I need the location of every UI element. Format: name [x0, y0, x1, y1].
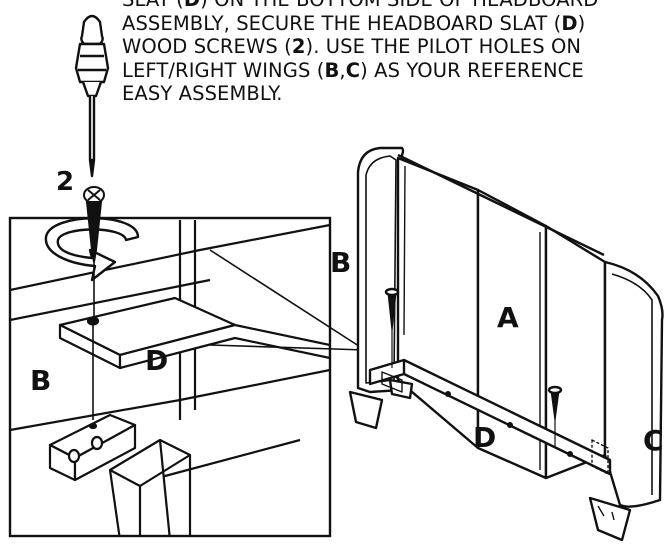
headboard-slat-label: D: [473, 421, 496, 454]
instruction-line: EASY ASSEMBLY.: [122, 82, 671, 106]
detail-inset: [8, 216, 332, 538]
instruction-segment: ). USE THE PILOT HOLES ON: [305, 35, 582, 58]
leader-lines: [209, 249, 366, 351]
rotation-arrow-icon: [44, 217, 140, 282]
wing-c-label: C: [643, 424, 664, 457]
panel-a-label: A: [497, 301, 519, 334]
instruction-segment: D: [561, 11, 578, 35]
instruction-segment: B: [324, 58, 340, 82]
instruction-segment: D: [184, 0, 200, 11]
instruction-line: ASSEMBLY, SECURE THE HEADBOARD SLAT (D): [122, 12, 671, 36]
instruction-segment: ) ON THE BOTTOM SIDE OF HEADBOARD: [200, 0, 598, 11]
instruction-segment: SLAT (: [122, 0, 184, 11]
instruction-line: WOOD SCREWS (2). USE THE PILOT HOLES ON: [122, 35, 671, 59]
instruction-line: SLAT (D) ON THE BOTTOM SIDE OF HEADBOARD: [122, 0, 671, 12]
instruction-segment: ASSEMBLY, SECURE THE HEADBOARD SLAT (: [122, 11, 562, 35]
instruction-segment: 2: [291, 35, 306, 58]
instruction-segment: EASY ASSEMBLY.: [122, 82, 283, 105]
detail-wing-label: B: [30, 364, 51, 397]
detail-slat-label: D: [145, 344, 168, 377]
instruction-segment: C: [345, 58, 361, 82]
screw-count-label: 2: [56, 167, 74, 197]
instruction-segment: WOOD SCREWS (: [122, 35, 292, 58]
instruction-segment: LEFT/RIGHT WINGS (: [122, 58, 325, 82]
instruction-segment: ,: [339, 58, 346, 82]
screwdriver-icon: [74, 14, 110, 178]
instruction-text: SLAT (D) ON THE BOTTOM SIDE OF HEADBOARD…: [122, 0, 671, 106]
instruction-segment: ) AS YOUR REFERENCE: [360, 58, 584, 82]
instruction-segment: ): [577, 11, 586, 35]
instruction-line: LEFT/RIGHT WINGS (B,C) AS YOUR REFERENCE: [122, 59, 671, 83]
wing-b-label: B: [330, 246, 351, 279]
headboard-assembly: [348, 146, 664, 542]
wood-screw-icon: [83, 186, 105, 318]
